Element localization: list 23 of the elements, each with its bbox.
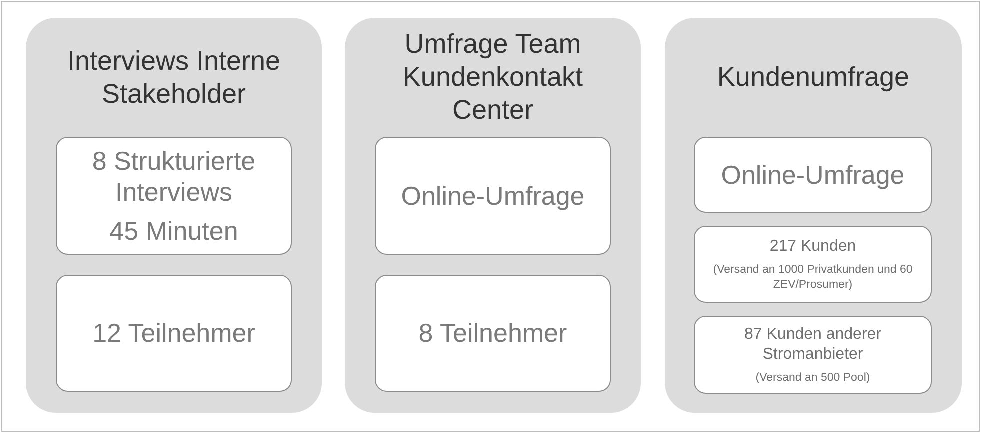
panel-title: Kundenumfrage: [717, 61, 910, 94]
content-box: [56, 275, 292, 392]
group-panel: [26, 18, 322, 413]
group-panel: [345, 18, 641, 413]
content-box: [694, 137, 932, 213]
box-note: (Versand an 500 Pool): [756, 370, 870, 386]
box-text: 8 Strukturierte Interviews: [91, 146, 257, 208]
content-box: [375, 275, 611, 392]
box-note: (Versand an 1000 Privatkunden und 60 ZEV/Prosumer): [712, 262, 914, 292]
content-box: [375, 137, 611, 255]
group-panel: [665, 18, 962, 413]
box-text: 45 Minuten: [110, 216, 238, 246]
content-box: [694, 316, 932, 394]
box-text: 8 Teilnehmer: [418, 318, 568, 349]
panel-title: Umfrage Team Kundenkontakt Center: [402, 28, 584, 127]
box-text: Online-Umfrage: [721, 160, 905, 190]
box-text: 12 Teilnehmer: [92, 318, 256, 349]
box-text: 87 Kunden anderer Stromanbieter: [744, 324, 882, 364]
box-text: 217 Kunden: [770, 236, 856, 256]
content-box: [694, 226, 932, 303]
content-box: [56, 137, 292, 255]
box-text: Online-Umfrage: [401, 180, 585, 212]
panel-title: Interviews Interne Stakeholder: [66, 44, 282, 110]
